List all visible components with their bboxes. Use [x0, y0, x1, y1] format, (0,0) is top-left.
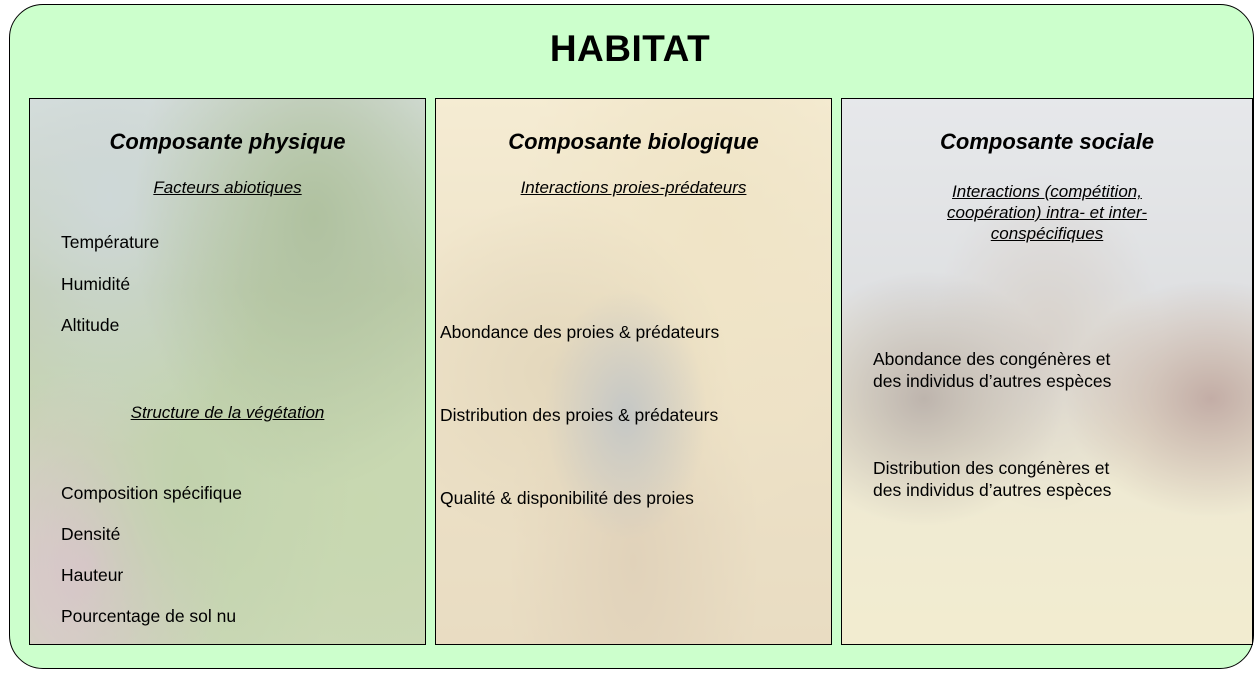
social-item-line: des individus d’autres espèces	[873, 371, 1112, 391]
factor-item: Altitude	[61, 315, 120, 335]
panel-physical: Composante physique Facteurs abiotiques …	[29, 98, 426, 645]
biological-item: Abondance des proies & prédateurs	[440, 322, 720, 342]
biological-item: Distribution des proies & prédateurs	[440, 405, 719, 425]
vegetation-item: Pourcentage de sol nu	[61, 606, 237, 626]
social-interactions-subtitle-line: coopération) intra- et inter-	[946, 203, 1147, 222]
social-interactions-subtitle-line: conspécifiques	[990, 224, 1104, 243]
panel-biological-heading: Composante biologique	[508, 129, 759, 154]
vegetation-item: Densité	[61, 524, 121, 544]
vegetation-item: Hauteur	[61, 565, 124, 585]
vegetation-structure-subtitle: Structure de la végétation	[130, 403, 325, 422]
social-item-line: Distribution des congénères et	[873, 458, 1110, 478]
biological-item: Qualité & disponibilité des proies	[440, 488, 694, 508]
panel-social-heading: Composante sociale	[940, 129, 1154, 154]
social-item-line: Abondance des congénères et	[873, 349, 1111, 369]
factor-item: Température	[61, 232, 160, 252]
social-item-line: des individus d’autres espèces	[873, 480, 1112, 500]
abiotic-factors-subtitle: Facteurs abiotiques	[153, 178, 302, 197]
vegetation-item: Composition spécifique	[61, 483, 242, 503]
panel-biological: Composante biologique Interactions proie…	[435, 98, 832, 645]
panel-social: Composante sociale Interactions (compéti…	[841, 98, 1253, 645]
diagram-title: HABITAT	[549, 28, 711, 69]
panel-physical-heading: Composante physique	[109, 129, 346, 154]
social-interactions-subtitle-line: Interactions (compétition,	[952, 182, 1142, 201]
predator-prey-subtitle: Interactions proies-prédateurs	[520, 178, 747, 197]
factor-item: Humidité	[61, 274, 131, 294]
vegetation-background-image	[30, 99, 425, 644]
